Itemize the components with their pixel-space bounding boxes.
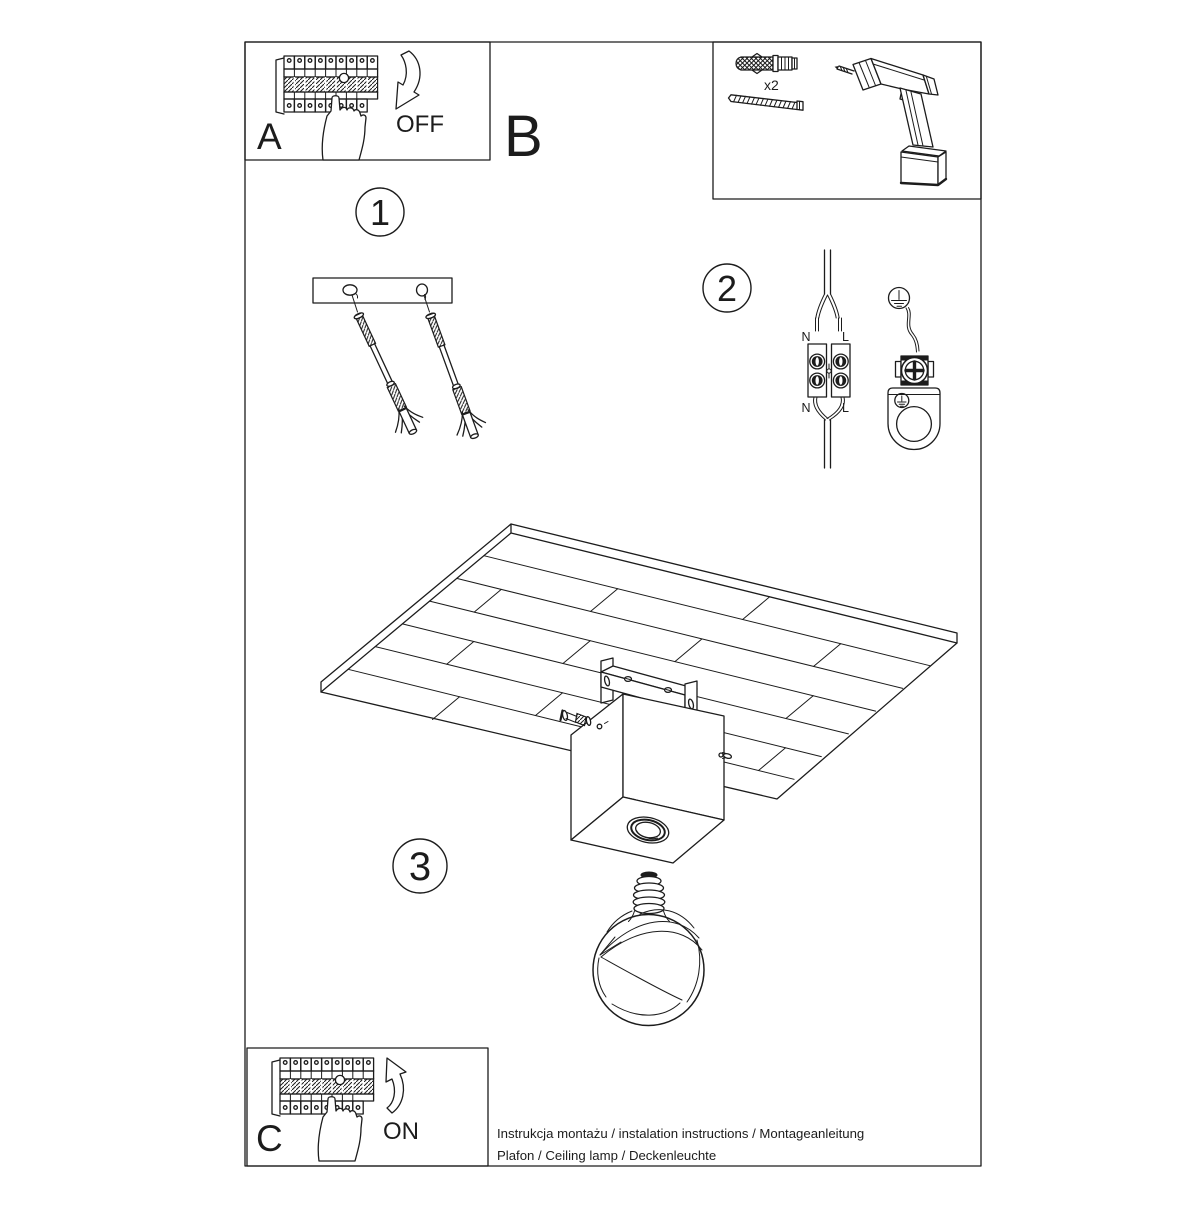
off-label: OFF [396,111,444,138]
lamp-cube [559,693,733,864]
svg-text:2: 2 [717,268,737,309]
wall-plug-icon [735,52,798,75]
power-on-panel: ON C [246,1047,489,1167]
breaker-panel-icon [275,55,379,115]
wire-l-top-label: L [842,330,849,344]
step-a-label: A [257,116,282,157]
screw-anchor-icon [414,308,490,445]
wiring-diagram: N L N L [801,249,851,469]
wire-l-bottom-label: L [842,401,849,415]
wire-n-top-label: N [801,330,810,344]
arrow-down-icon [395,50,421,110]
power-off-panel: OFF A [244,41,491,161]
tools-panel: x2 [712,41,982,200]
caption-line-2: Plafon / Ceiling lamp / Deckenleuchte [497,1148,716,1163]
side-knob-icon [718,752,733,760]
caption-line-1: Instrukcja montażu / instalation instruc… [497,1126,864,1141]
ceiling-panel-drawing [320,523,958,800]
socket-hole [626,816,670,844]
ground-connector-drawing [887,286,941,451]
on-label: ON [383,1118,419,1145]
screw-anchor-icon [342,306,429,442]
caption: Instrukcja montażu / instalation instruc… [497,1126,864,1163]
svg-text:3: 3 [409,845,431,889]
step-1-badge: 1 [355,187,405,237]
lamp-bracket [600,657,698,727]
step-2-badge: 2 [702,263,752,313]
screw-icon [727,94,804,111]
drill-icon [834,57,948,187]
wire-n-bottom-label: N [801,401,810,415]
bulb-drawing [592,871,705,1027]
ground-symbol-icon [887,286,911,310]
bulb-glass-reflections [597,909,703,1016]
page-frame [244,41,982,1167]
arrow-up-icon [385,1057,407,1114]
ground-screw-clamp [894,355,935,386]
side-screw-icon [559,709,609,730]
mounting-strap-drawing [312,277,490,445]
terminal-block [807,343,851,398]
breaker-panel-icon [271,1057,375,1117]
svg-text:1: 1 [370,192,390,233]
step-c-label: C [256,1118,283,1159]
step-b-label: B [504,104,543,169]
step-3-badge: 3 [392,838,448,894]
ground-eyelet-body [887,387,941,451]
quantity-label: x2 [764,77,779,93]
